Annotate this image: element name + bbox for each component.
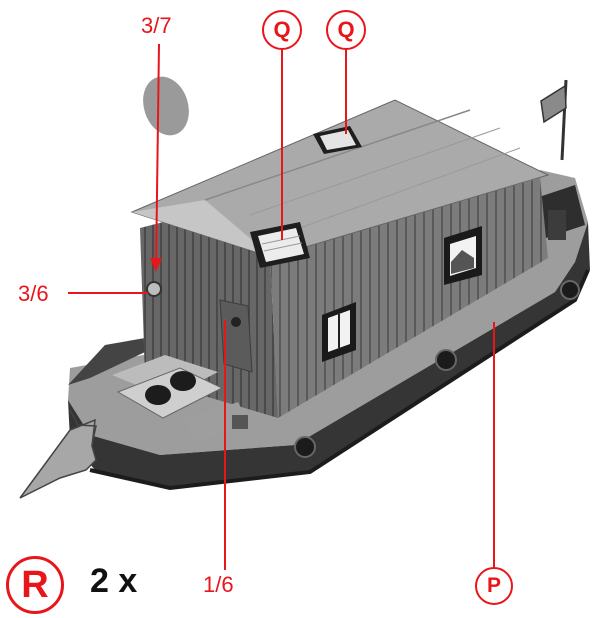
callout-q-front-text: Q xyxy=(273,17,291,42)
label-part-1-6: 1/6 xyxy=(203,572,234,597)
roof-hatch-front xyxy=(250,222,310,268)
callout-p: P xyxy=(475,567,513,605)
front-deck-parts xyxy=(112,355,250,442)
callout-p-text: P xyxy=(486,574,501,597)
door xyxy=(219,299,253,373)
quantity-label: 2 x xyxy=(90,562,138,600)
label-part-3-7: 3/7 xyxy=(141,13,172,38)
label-part-3-6: 3/6 xyxy=(18,281,49,306)
rudder-plate xyxy=(19,418,97,499)
loose-disc-part xyxy=(143,76,189,136)
window-side-1 xyxy=(322,302,356,362)
step-marker-r-text: R xyxy=(21,563,49,606)
callout-q-rear-text: Q xyxy=(337,17,355,42)
callout-q-front: Q xyxy=(262,10,302,50)
window-side-2 xyxy=(444,226,482,285)
flag xyxy=(540,79,568,161)
roof-hatch-rear xyxy=(313,126,362,154)
callout-q-rear: Q xyxy=(326,10,366,50)
wall-lamp xyxy=(146,281,162,297)
callout-lines xyxy=(68,43,495,570)
step-marker-r: R xyxy=(6,556,64,614)
cabin xyxy=(130,99,550,418)
